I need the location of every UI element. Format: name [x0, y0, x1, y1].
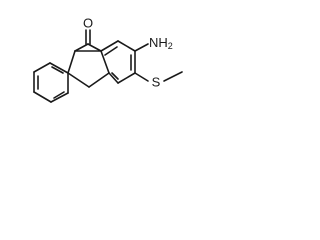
bond-skeleton: [33, 29, 183, 103]
bond-ring-sulfur: [134, 72, 149, 82]
bond-right-ring-1: [100, 40, 119, 52]
chemical-structure-diagram: O NH2 S: [33, 15, 183, 103]
bond-carbonyl-4: [87, 43, 102, 52]
bond-sulfur-methyl: [163, 71, 183, 82]
amino-subscript: 2: [168, 41, 173, 51]
bond-left-ring-4: [50, 92, 69, 103]
bond-left-ring-3: [33, 91, 52, 103]
amino-symbol: NH: [149, 35, 168, 50]
amino-label: NH2: [149, 35, 173, 51]
oxygen-label: O: [83, 15, 93, 30]
bond-five-ring-3: [100, 50, 110, 74]
bond-left-ring-double-2: [53, 91, 65, 99]
bond-carbonyl-3: [74, 43, 89, 52]
bond-left-ring-1: [33, 62, 51, 73]
bond-five-ring-4: [88, 72, 110, 88]
bond-right-ring-2: [117, 40, 136, 52]
bond-right-ring-double-3: [111, 72, 119, 80]
bond-amino: [134, 43, 149, 52]
bond-five-ring-5: [67, 72, 90, 88]
bond-right-ring-5: [108, 72, 119, 84]
atom-labels: O NH2 S: [83, 15, 173, 89]
bond-right-ring-4: [117, 72, 136, 84]
sulfur-label: S: [152, 74, 161, 89]
bond-left-ring-6: [49, 62, 69, 74]
bond-left-ring-double-3: [51, 66, 64, 74]
bond-five-ring-1: [67, 50, 76, 74]
bond-right-ring-double-1: [104, 46, 118, 56]
